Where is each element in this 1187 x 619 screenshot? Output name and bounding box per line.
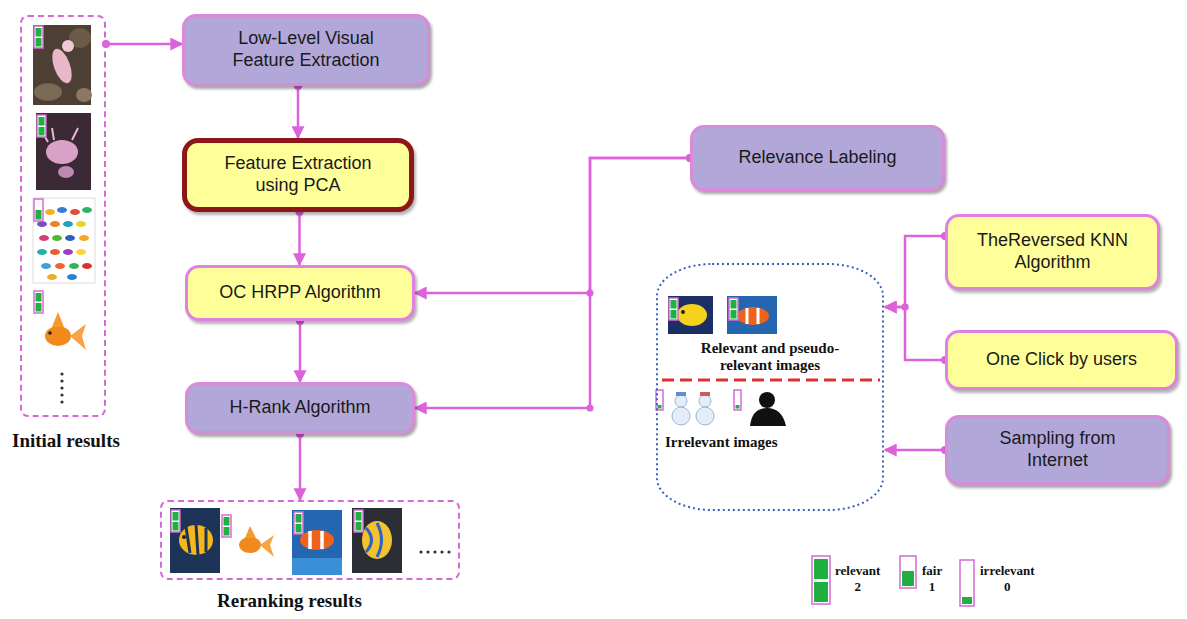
process-box: One Click by users xyxy=(945,330,1178,390)
legend-icons xyxy=(812,556,974,606)
legend-text: relevant 2 xyxy=(835,563,880,594)
image-store: Relevant and pseudo-relevant imagesIrrel… xyxy=(655,262,885,512)
ellipsis-dots xyxy=(419,550,450,553)
photo-goldfish xyxy=(33,290,93,365)
node-text: Low-Level Visual Feature Extraction xyxy=(221,28,391,71)
junction-dot xyxy=(902,304,909,311)
node-text: Feature Extraction using PCA xyxy=(213,153,383,196)
results-panel: Initial results xyxy=(20,15,106,417)
photo-goldfish xyxy=(232,515,277,570)
cylinder-outline xyxy=(655,262,885,512)
flow-arrow xyxy=(885,449,945,452)
photo-clownfish xyxy=(292,510,342,575)
flow-arrow xyxy=(415,158,690,408)
process-box: H-Rank Algorithm xyxy=(185,382,415,434)
junction-dot xyxy=(587,405,594,412)
legend-text: irrelevant 0 xyxy=(980,563,1035,594)
process-box: Relevance Labeling xyxy=(690,125,945,191)
flow-arrow xyxy=(415,158,690,293)
photo-angelfish xyxy=(352,508,402,573)
node-text: Sampling from Internet xyxy=(983,428,1133,471)
node-text: Irrelevant images xyxy=(665,434,778,451)
flow-arrow xyxy=(299,434,302,500)
flow-arrow xyxy=(106,43,182,46)
cylinder-outline-path xyxy=(657,264,883,510)
flow-arrow xyxy=(885,307,945,360)
node-text: OC HRPP Algorithm xyxy=(219,282,381,304)
node-text: H-Rank Algorithm xyxy=(229,397,370,419)
process-box: TheReversed KNN Algorithm xyxy=(945,214,1160,290)
photo-axolotl xyxy=(33,25,92,105)
divider-line xyxy=(662,379,880,382)
junction-dot xyxy=(102,40,110,48)
flow-arrow xyxy=(298,212,301,265)
process-box: Sampling from Internet xyxy=(945,415,1170,485)
photo-yellow-fish xyxy=(668,296,713,334)
process-box: Feature Extraction using PCA xyxy=(182,138,414,212)
node-text: Relevant and pseudo-relevant images xyxy=(675,340,865,375)
node-text: Reranking results xyxy=(217,590,362,612)
node-text: One Click by users xyxy=(986,349,1137,371)
photo-snowmen xyxy=(665,388,723,426)
process-box: OC HRPP Algorithm xyxy=(185,265,415,321)
results-panel: Reranking results xyxy=(160,500,460,580)
rating-icons xyxy=(34,26,741,537)
flow-arrow xyxy=(297,86,300,138)
node-text: Relevance Labeling xyxy=(738,147,896,169)
ellipsis-dots xyxy=(60,372,63,403)
photo-clownfish xyxy=(727,296,777,334)
photo-person xyxy=(745,388,790,426)
photo-fish-chart xyxy=(33,198,95,283)
flow-arrow xyxy=(885,236,945,307)
flow-arrow xyxy=(299,321,302,382)
node-text: Initial results xyxy=(12,430,120,452)
legend-text: fair 1 xyxy=(922,563,942,594)
junction-dot xyxy=(902,304,909,311)
node-text: TheReversed KNN Algorithm xyxy=(968,230,1138,273)
photo-pink-creature xyxy=(36,113,91,190)
photo-butterflyfish xyxy=(170,508,220,573)
process-box: Low-Level Visual Feature Extraction xyxy=(182,14,430,86)
